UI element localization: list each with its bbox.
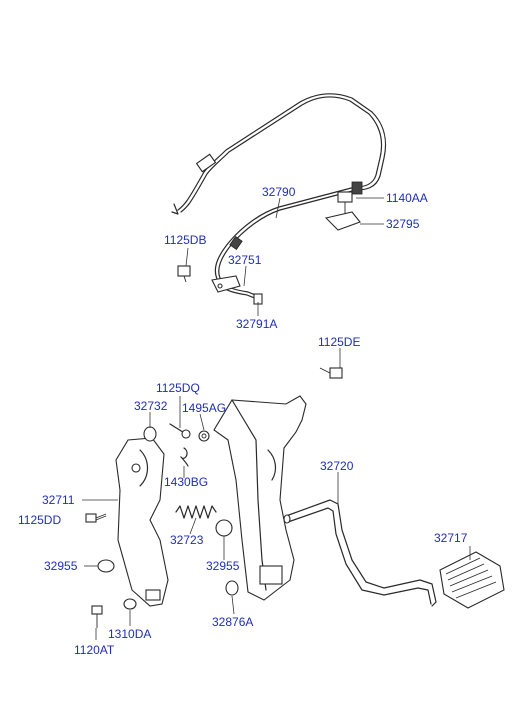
- cable-bracket-icon: [211, 275, 241, 293]
- label-32795: 32795: [386, 217, 420, 231]
- bolt-1120at-icon: [91, 605, 103, 628]
- bolt-1125dq-icon: [169, 423, 191, 439]
- label-32791a: 32791A: [236, 317, 277, 331]
- bushing-32955b-icon: [215, 519, 233, 537]
- label-1140aa: 1140AA: [386, 191, 428, 205]
- label-1495ag: 1495AG: [182, 401, 226, 415]
- pedal-mounting-bracket: [213, 395, 307, 601]
- label-32720: 32720: [320, 459, 354, 473]
- spring-32723-icon: [175, 505, 217, 519]
- nut-1310da-icon: [123, 598, 137, 610]
- label-1125dq: 1125DQ: [156, 381, 200, 395]
- bolt-1125dd-icon: [85, 513, 107, 523]
- left-bracket: [115, 437, 169, 607]
- label-1125db: 1125DB: [164, 233, 206, 247]
- label-32717: 32717: [434, 531, 468, 545]
- bolt-1125de-icon: [319, 367, 343, 379]
- accelerator-cable: [171, 93, 387, 300]
- label-1120at: 1120AT: [74, 643, 115, 657]
- pedal-arm: [283, 499, 437, 607]
- label-1310da: 1310DA: [108, 627, 151, 641]
- label-1125dd: 1125DD: [18, 513, 61, 527]
- pedal-pad: [439, 551, 505, 609]
- label-1125de: 1125DE: [318, 335, 360, 349]
- bolt-1125db-icon: [177, 265, 191, 283]
- label-32711: 32711: [42, 493, 75, 507]
- label-32955-left: 32955: [44, 559, 78, 573]
- label-32732: 32732: [134, 399, 168, 413]
- label-1430bg: 1430BG: [164, 475, 208, 489]
- bushing-32732-icon: [143, 426, 157, 442]
- clip-1430bg-icon: [180, 447, 189, 467]
- label-32790: 32790: [262, 185, 296, 199]
- label-32955-right: 32955: [206, 559, 240, 573]
- bushing-32955a-icon: [97, 559, 115, 573]
- label-32876a: 32876A: [212, 615, 253, 629]
- label-32751: 32751: [228, 253, 262, 267]
- washer-1495ag-icon: [198, 430, 210, 442]
- stopper-32876a-icon: [225, 580, 239, 596]
- label-32723: 32723: [170, 533, 204, 547]
- bracket-32795-icon: [324, 211, 361, 231]
- leader-lines: [82, 197, 471, 640]
